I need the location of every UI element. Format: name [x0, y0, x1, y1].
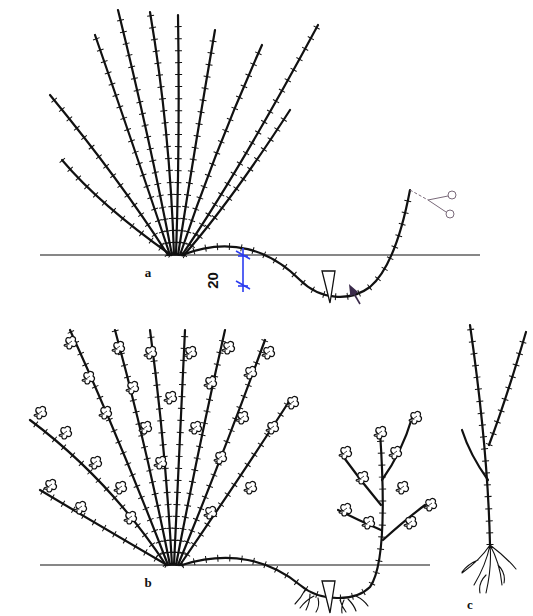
figure-letter: a	[145, 266, 152, 279]
figure-letter: c	[467, 598, 473, 611]
dimension-label: 20	[205, 272, 220, 289]
figure-letter: b	[144, 576, 151, 589]
